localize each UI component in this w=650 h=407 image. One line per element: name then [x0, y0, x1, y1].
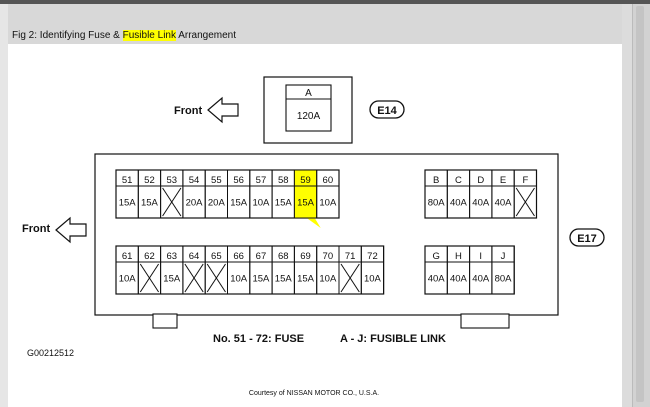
- fuse-rating: 15A: [141, 198, 159, 209]
- figure-header: Fig 2: Identifying Fuse & Fusible Link A…: [8, 4, 622, 44]
- fuse-rating: 20A: [186, 198, 204, 209]
- fuse-rating: 15A: [230, 198, 248, 209]
- fuse-number: 69: [300, 251, 311, 262]
- fuse-rating: 15A: [275, 274, 293, 285]
- e14-badge: [369, 100, 405, 119]
- e17-label: E17: [577, 233, 597, 245]
- fuse-number: 67: [256, 251, 267, 262]
- empty-slot-cross: [184, 263, 204, 293]
- fuse-rating: 10A: [119, 274, 137, 285]
- link-number: E: [500, 175, 506, 186]
- empty-slot-cross: [139, 263, 160, 293]
- fuse-rating: 15A: [297, 274, 315, 285]
- fuse-number: 53: [166, 175, 177, 186]
- link-slot: [513, 169, 538, 219]
- image-credit: Courtesy of NISSAN MOTOR CO., U.S.A.: [249, 390, 379, 397]
- link-rating: 80A: [495, 274, 513, 285]
- fuse-number: 62: [144, 251, 155, 262]
- empty-slot-cross: [206, 263, 226, 293]
- fuse-rating: 10A: [319, 198, 337, 209]
- e17-badge: [569, 228, 605, 247]
- fuse-slot: [360, 245, 385, 295]
- fuse-number: 68: [278, 251, 289, 262]
- link-rating: 40A: [472, 198, 490, 209]
- fuse-number: 51: [122, 175, 133, 186]
- fuse-highlight: [294, 170, 317, 218]
- fuse-rating: 10A: [364, 274, 382, 285]
- main-fuse-rating: 120A: [297, 111, 321, 122]
- fuse-rating: 15A: [252, 274, 270, 285]
- fuse-number: 57: [256, 175, 267, 186]
- fuse-number: 55: [211, 175, 222, 186]
- fuse-number: 52: [144, 175, 155, 186]
- fuse-number: 59: [300, 175, 311, 186]
- link-rating: 40A: [450, 198, 468, 209]
- fuse-slot: [316, 169, 340, 219]
- e14-label: E14: [377, 105, 397, 117]
- empty-slot-cross: [162, 187, 182, 217]
- left-margin: [0, 4, 8, 407]
- front-label-top: Front: [174, 105, 202, 117]
- empty-slot-cross: [340, 263, 360, 293]
- fuse-number: 60: [323, 175, 334, 186]
- link-rating: 40A: [472, 274, 490, 285]
- fuse-number: 70: [323, 251, 334, 262]
- fuse-number: 63: [166, 251, 177, 262]
- empty-slot-cross: [515, 187, 535, 217]
- link-number: F: [522, 175, 528, 186]
- fuse-rating: 15A: [297, 198, 315, 209]
- link-number: I: [479, 251, 482, 262]
- fuse-number: 58: [278, 175, 289, 186]
- fuse-number: 71: [345, 251, 356, 262]
- e14-box: [263, 76, 353, 144]
- fuse-number: 54: [189, 175, 200, 186]
- link-number: H: [455, 251, 462, 262]
- link-number: C: [455, 175, 462, 186]
- e17-mount-tab-right: [460, 313, 510, 329]
- fuse-number: 65: [211, 251, 222, 262]
- fuse-rating: 15A: [275, 198, 293, 209]
- link-number: D: [477, 175, 484, 186]
- fuse-number: 72: [367, 251, 378, 262]
- window-top-edge: [0, 0, 650, 4]
- title-suffix: Arrangement: [175, 30, 237, 41]
- fuse-number: 64: [189, 251, 200, 262]
- link-rating: 80A: [428, 198, 446, 209]
- figure-title: Fig 2: Identifying Fuse & Fusible Link A…: [12, 30, 236, 42]
- fuse-number: 66: [233, 251, 244, 262]
- link-rating: 40A: [495, 198, 513, 209]
- fuse-rating: 10A: [230, 274, 248, 285]
- title-prefix: Fig 2: Identifying Fuse &: [12, 30, 123, 41]
- link-number: B: [433, 175, 439, 186]
- front-arrow-icon-top: [207, 96, 239, 124]
- link-number: J: [501, 251, 506, 262]
- main-fuse-letter: A: [305, 88, 312, 99]
- legend-fusible-link: A - J: FUSIBLE LINK: [340, 333, 446, 345]
- main-fuse-a: [285, 84, 332, 132]
- fuse-number: 56: [233, 175, 244, 186]
- scrollbar-thumb[interactable]: [636, 6, 644, 402]
- fuse-rating: 15A: [163, 274, 181, 285]
- e17-mount-tab-left: [152, 313, 178, 329]
- link-rating: 40A: [428, 274, 446, 285]
- figure-code: G00212512: [27, 348, 74, 358]
- link-number: G: [432, 251, 439, 262]
- fuse-rating: 10A: [319, 274, 337, 285]
- legend-fuse: No. 51 - 72: FUSE: [213, 333, 304, 345]
- link-slot: [491, 245, 515, 295]
- front-arrow-icon-left: [55, 216, 87, 244]
- fuse-rating: 20A: [208, 198, 226, 209]
- fuse-number: 61: [122, 251, 133, 262]
- front-label-left: Front: [22, 223, 50, 235]
- fuse-rating: 15A: [119, 198, 137, 209]
- link-block: [424, 169, 538, 219]
- link-rating: 40A: [450, 274, 468, 285]
- title-highlight: Fusible Link: [122, 30, 176, 41]
- fuse-highlight-pointer: [306, 218, 321, 228]
- fuse-rating: 10A: [252, 198, 270, 209]
